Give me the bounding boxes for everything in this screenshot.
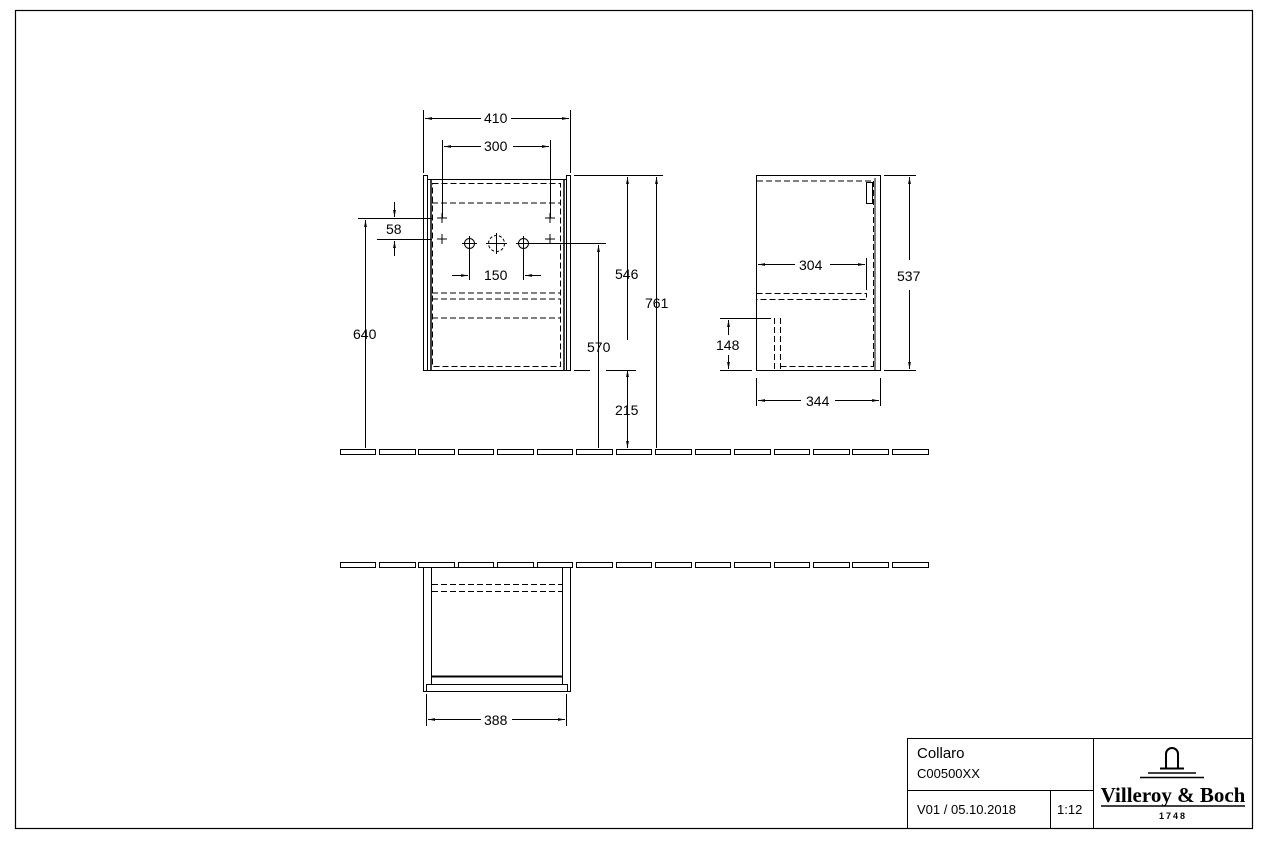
dim-215: 215 <box>615 402 639 418</box>
dim-410: 410 <box>484 110 508 126</box>
product-name: Collaro <box>917 745 965 762</box>
dim-570: 570 <box>587 339 611 355</box>
dim-344: 344 <box>806 393 830 409</box>
dim-150: 150 <box>484 267 508 283</box>
product-code: C00500XX <box>917 766 980 781</box>
dim-148: 148 <box>716 337 740 353</box>
dim-640: 640 <box>353 326 377 342</box>
front-view <box>358 110 663 448</box>
floor-line-front <box>340 449 929 455</box>
side-view <box>720 175 916 406</box>
dim-300: 300 <box>484 138 508 154</box>
brand-name: Villeroy & Boch <box>1100 783 1246 807</box>
dim-537: 537 <box>897 268 921 284</box>
dim-388: 388 <box>484 712 508 728</box>
brand-year: 1748 <box>1158 811 1188 821</box>
dimension-labels: 410 300 58 150 640 570 546 761 215 304 5… <box>353 110 921 728</box>
title-block <box>907 738 1253 829</box>
dim-58: 58 <box>386 221 402 237</box>
floor-line-top <box>340 562 929 568</box>
drawing-frame <box>14 9 1254 830</box>
top-view <box>423 567 571 726</box>
version-date: V01 / 05.10.2018 <box>917 802 1017 817</box>
scale: 1:12 <box>1057 802 1083 817</box>
dim-761: 761 <box>645 295 669 311</box>
brand-emblem-icon <box>1101 747 1245 807</box>
dim-546: 546 <box>615 266 639 282</box>
dim-304: 304 <box>799 257 823 273</box>
